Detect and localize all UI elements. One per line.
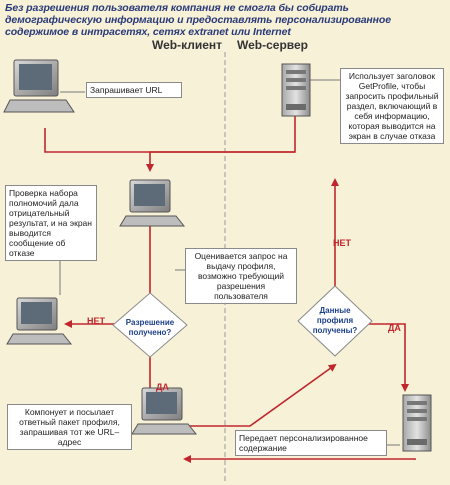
decision-data-received — [297, 285, 373, 357]
note-request-url: Запрашивает URL — [86, 82, 182, 98]
decision-permission — [112, 292, 188, 358]
label-no-permission: НЕТ — [87, 316, 105, 326]
column-label-server: Web-сервер — [237, 38, 309, 52]
monitor-icon — [131, 387, 198, 435]
note-send-content: Передает персонализированное содержание — [235, 430, 387, 456]
column-label-client: Web-клиент — [152, 38, 223, 52]
label-no-data: НЕТ — [333, 238, 351, 248]
decision-permission-label: Разрешение получено? — [125, 318, 175, 337]
arrow-to-data-check — [170, 363, 337, 427]
monitor-icon — [119, 179, 186, 227]
decision-data-received-label: Данные профиля получены? — [312, 306, 358, 335]
note-evaluate-request: Оценивается запрос на выдачу профиля, во… — [185, 248, 297, 304]
arrow-server-to-client — [146, 151, 295, 172]
note-compose-profile: Компонует и посылает ответный пакет проф… — [7, 404, 132, 450]
arrow-yes-data — [355, 323, 409, 392]
flow-arrows — [44, 102, 416, 463]
label-yes-data: ДА — [388, 323, 401, 333]
arrow-client-to-server — [44, 102, 299, 153]
server-tower-icon — [402, 394, 432, 452]
label-yes-permission: ДА — [156, 382, 169, 392]
arrow-content-to-client — [183, 455, 416, 463]
note-check-failed: Проверка набора полномочий дала отрицате… — [5, 185, 97, 261]
figure-caption: Без разрешения пользователя компания не … — [5, 2, 391, 38]
server-tower-icon — [281, 63, 311, 117]
monitor-icon — [3, 59, 75, 113]
monitor-icon — [6, 297, 73, 345]
note-server-header: Использует заголовок GetProfile, чтобы з… — [340, 68, 444, 144]
